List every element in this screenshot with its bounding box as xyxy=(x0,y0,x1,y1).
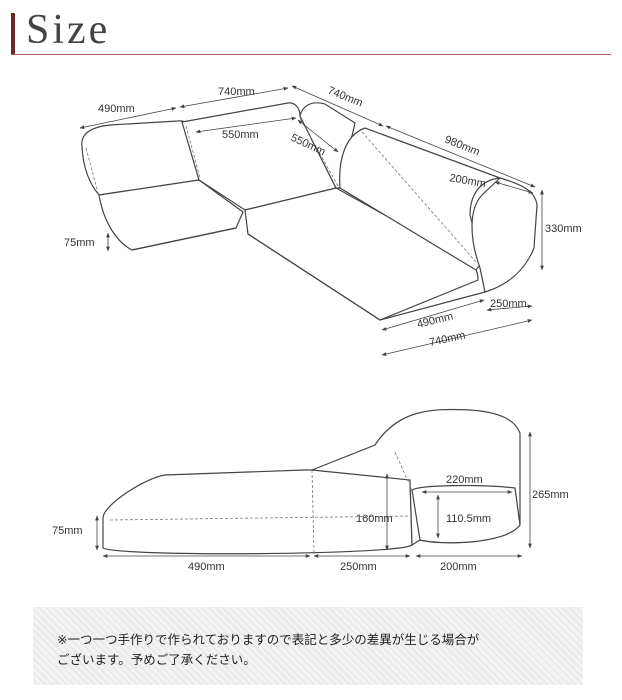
left-seat-cushion xyxy=(98,179,244,251)
header-accent-bar xyxy=(11,13,15,55)
header-rule xyxy=(11,54,611,55)
section-header: Size xyxy=(0,0,622,60)
side-dim-back-length: 250mm xyxy=(340,561,377,573)
note-line-1: ※一つ一つ手作りで作られておりますので表記と多少の差異が生じる場合が xyxy=(57,632,480,647)
sofa-dimension-diagram: 490mm 740mm 740mm 980mm 550mm 550mm 200m… xyxy=(52,85,582,573)
top-dimension-lines xyxy=(79,85,544,356)
side-dim-arm-length: 200mm xyxy=(440,561,477,573)
side-dim-total-height: 265mm xyxy=(532,489,569,501)
dim-front-arm: 250mm xyxy=(490,298,527,310)
dim-back-right: 740mm xyxy=(326,85,365,110)
dim-back-middle: 740mm xyxy=(218,86,255,98)
side-dim-seat-length: 490mm xyxy=(188,561,225,573)
side-dim-seat-height: 75mm xyxy=(52,525,83,537)
dim-front-seat: 490mm xyxy=(416,310,455,331)
dim-seat-height: 75mm xyxy=(64,237,95,249)
dim-total-height: 330mm xyxy=(545,223,582,235)
side-dim-arm-top: 220mm xyxy=(446,474,483,486)
side-stitching xyxy=(109,451,413,553)
sofa-top-view xyxy=(81,102,538,321)
note-line-2: ございます。予めご了承ください。 xyxy=(57,652,256,667)
dim-inner-left: 550mm xyxy=(222,129,259,141)
dim-long-side: 980mm xyxy=(443,134,482,159)
side-dimension-lines xyxy=(95,431,532,558)
side-dim-back-height: 160mm xyxy=(356,513,393,525)
dim-back-left: 490mm xyxy=(98,103,135,115)
right-armrest xyxy=(471,177,538,293)
disclaimer-note: ※一つ一つ手作りで作られておりますので表記と多少の差異が生じる場合が ございます… xyxy=(33,607,583,685)
dim-front-total: 740mm xyxy=(428,330,466,349)
side-dim-arm-inner: 110.5mm xyxy=(446,513,491,525)
section-title: Size xyxy=(26,7,111,53)
